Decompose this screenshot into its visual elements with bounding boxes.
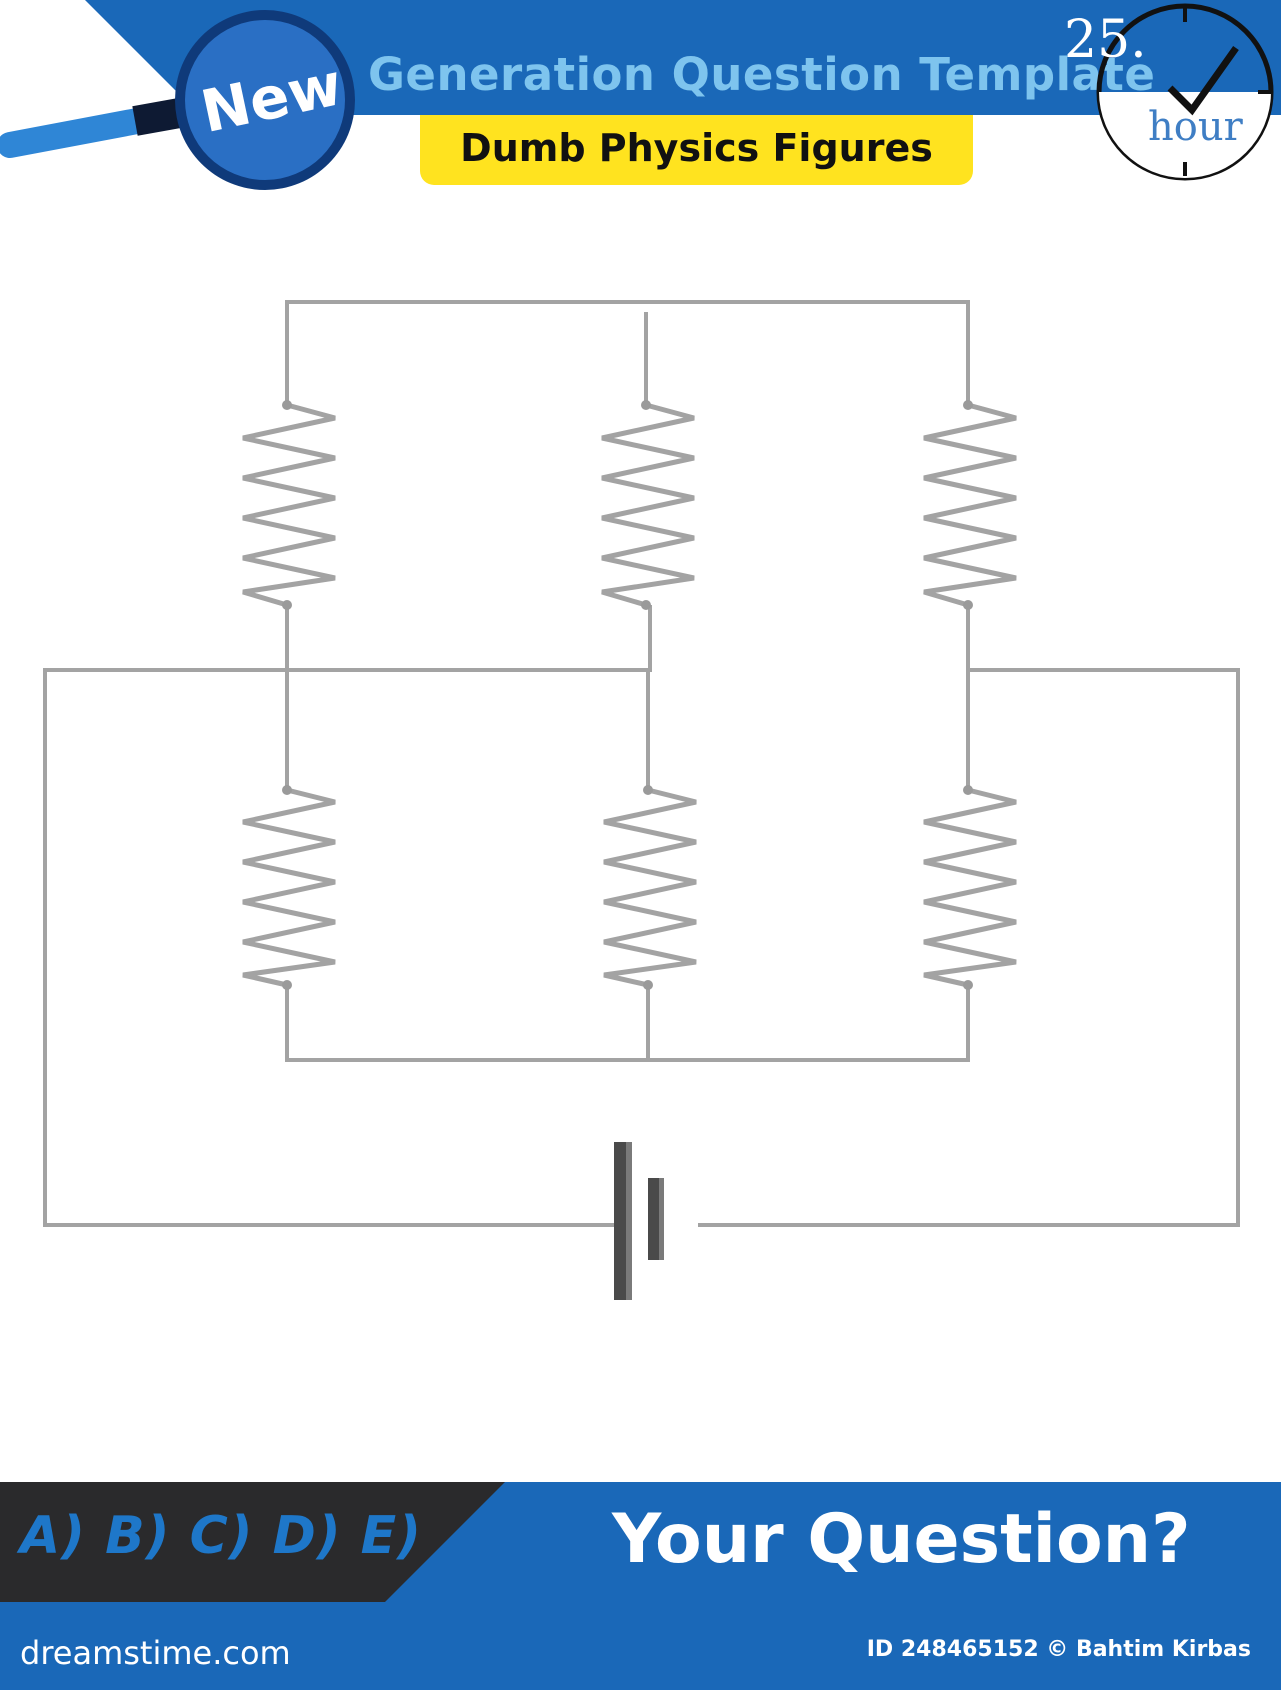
right-outer-wire bbox=[698, 605, 1240, 1227]
resistor-bottom-left bbox=[242, 787, 336, 988]
question-text: Your Question? bbox=[612, 1500, 1191, 1579]
battery-icon bbox=[614, 1142, 664, 1300]
new-badge: New bbox=[0, 10, 355, 190]
resistor-top-middle bbox=[601, 402, 695, 608]
bottom-bus-wire bbox=[285, 985, 970, 1062]
magnifier-lens bbox=[185, 20, 345, 180]
page-title: Generation Question Template bbox=[368, 48, 1156, 101]
checkmark-icon bbox=[1167, 45, 1239, 116]
middle-junction-wire bbox=[287, 605, 652, 672]
clock-icon bbox=[1096, 3, 1274, 181]
clock-lower-fill bbox=[1099, 92, 1271, 178]
clock-number: 25. bbox=[1064, 10, 1147, 70]
circuit-diagram bbox=[43, 300, 1240, 1300]
wires bbox=[43, 300, 1240, 1227]
subtitle-banner: Dumb Physics Figures bbox=[420, 115, 973, 185]
resistor-bottom-right bbox=[923, 787, 1017, 988]
footer-bar bbox=[0, 1602, 1281, 1690]
terminal-dots bbox=[282, 400, 973, 990]
answer-options: A) B) C) D) E) bbox=[20, 1506, 422, 1566]
footer-credit: ID 248465152 © Bahtim Kirbas bbox=[866, 1637, 1251, 1662]
resistor-bottom-middle bbox=[603, 787, 697, 988]
top-bus-wire bbox=[285, 300, 970, 403]
resistors bbox=[242, 402, 1017, 988]
battery-long-plate-shade bbox=[626, 1142, 632, 1300]
footer-brand: dreamstime.com bbox=[20, 1634, 291, 1672]
clock-unit: hour bbox=[1148, 104, 1243, 150]
battery-short-plate-shade bbox=[659, 1178, 664, 1260]
resistor-top-left bbox=[242, 402, 336, 608]
subtitle-label: Dumb Physics Figures bbox=[460, 126, 933, 170]
battery-short-plate bbox=[648, 1178, 662, 1260]
left-outer-wire bbox=[43, 605, 618, 1227]
resistor-top-right bbox=[923, 402, 1017, 608]
